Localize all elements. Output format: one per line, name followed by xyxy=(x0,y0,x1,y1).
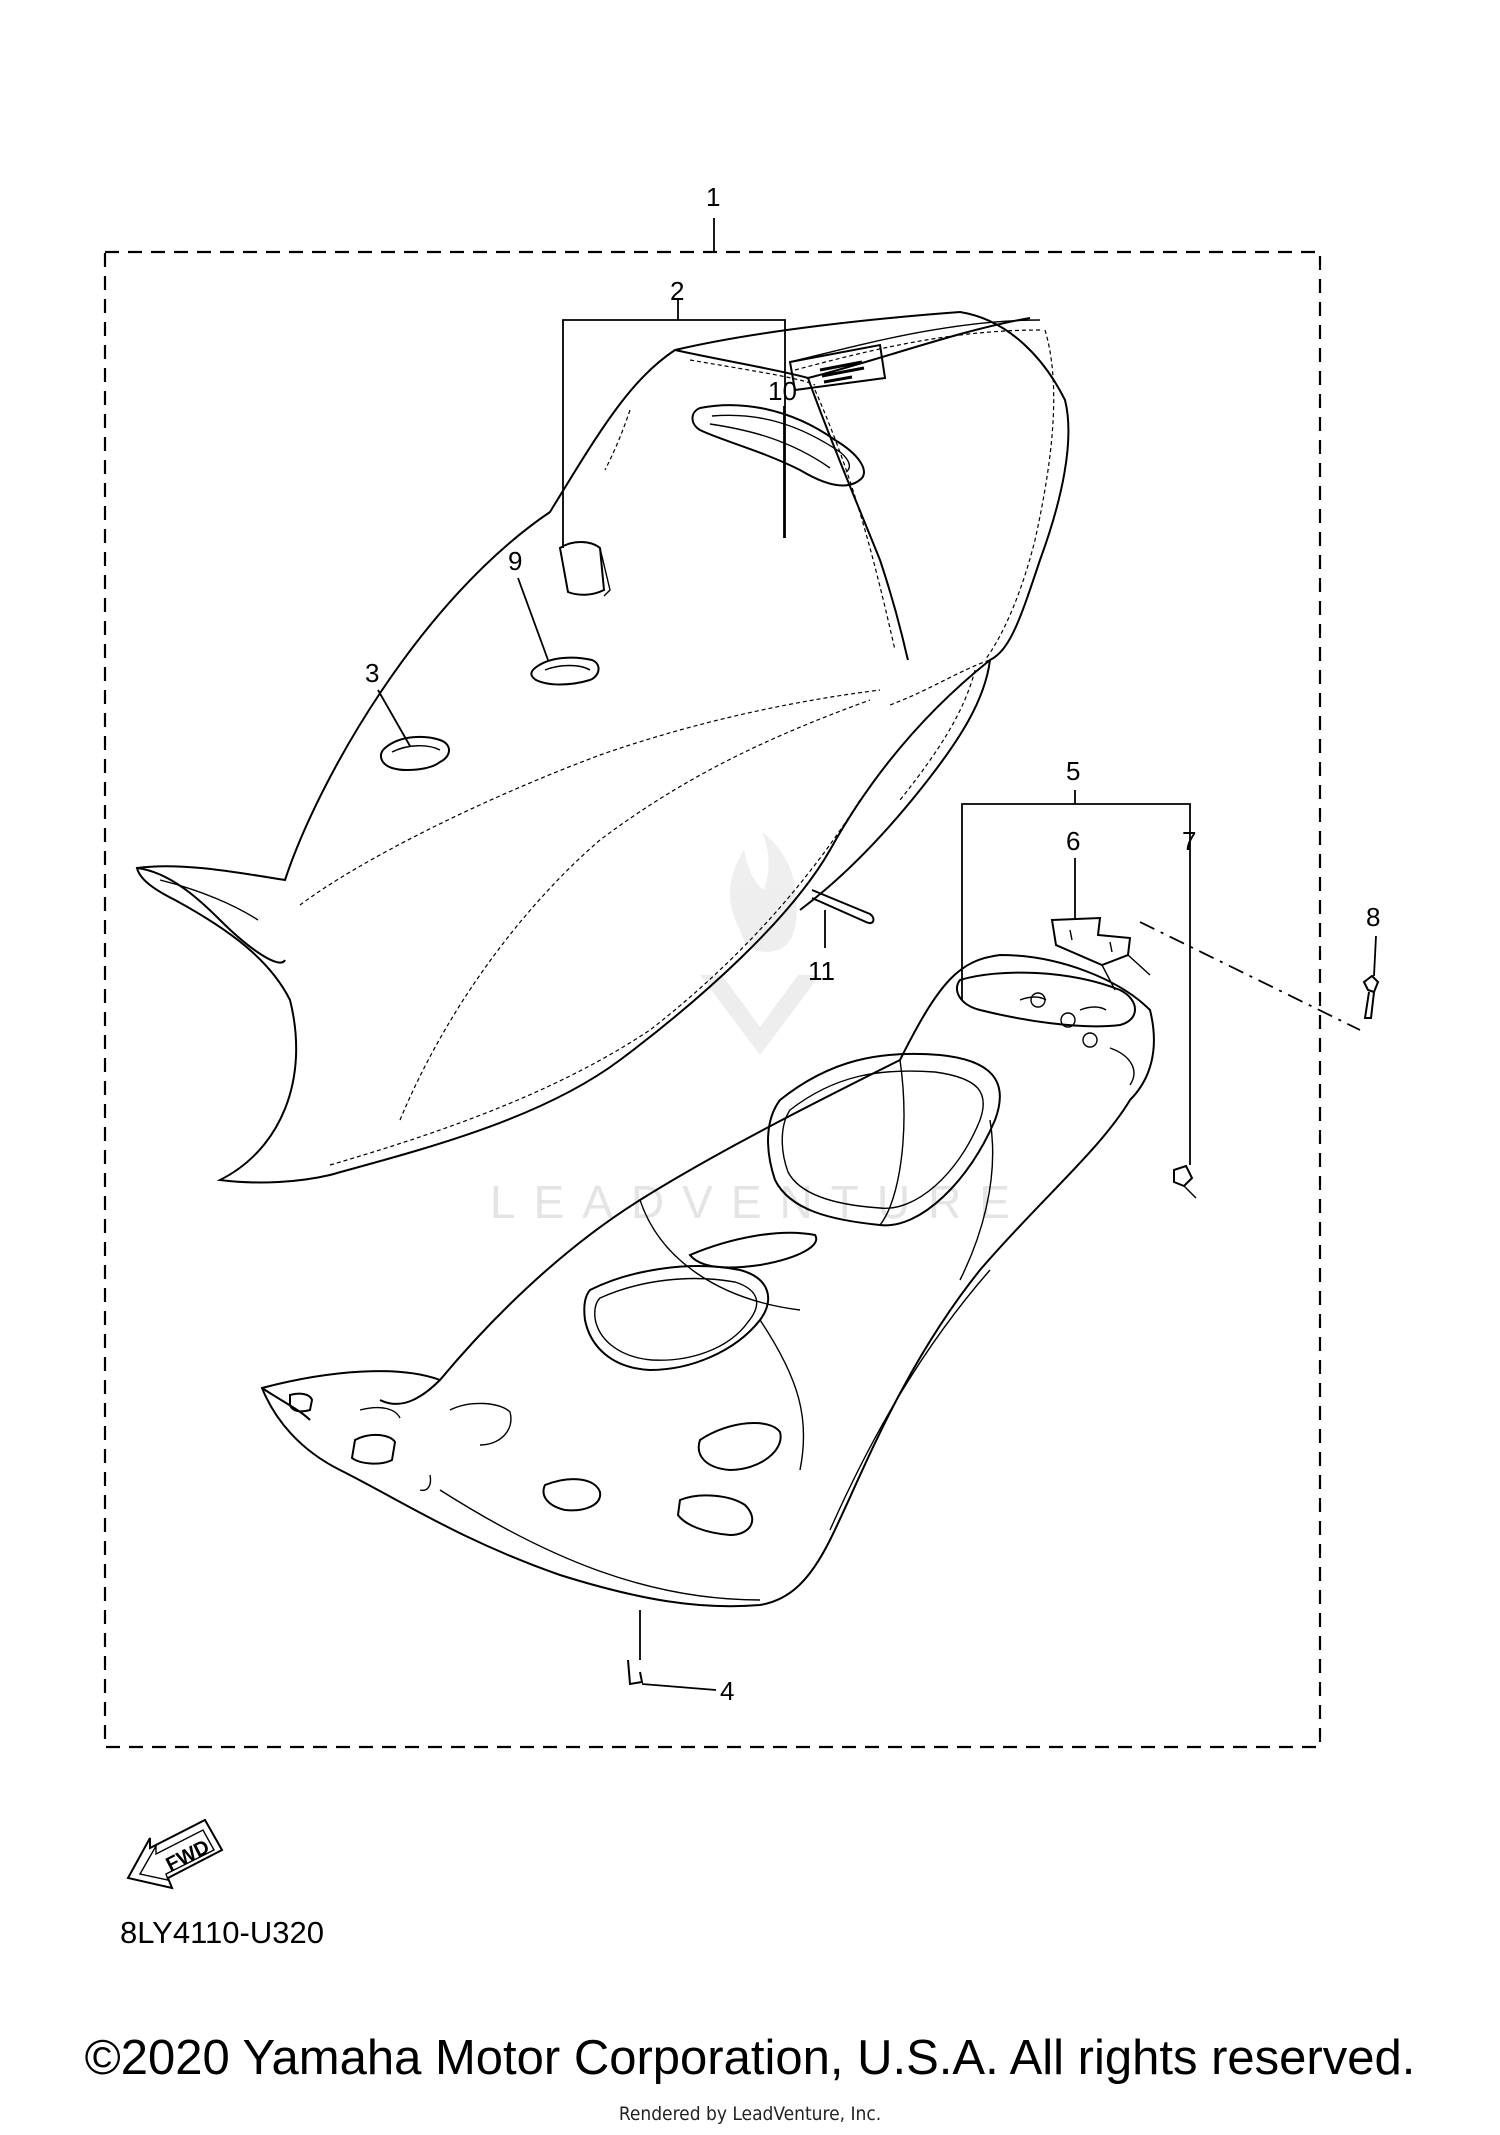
callout-11: 11 xyxy=(808,956,835,986)
callout-4: 4 xyxy=(720,1676,734,1706)
clip-4 xyxy=(627,1659,644,1686)
base-front-recess xyxy=(583,1265,770,1372)
bolt-8 xyxy=(1362,974,1380,1019)
fwd-arrow-icon: FWD xyxy=(126,1818,224,1890)
leader-lines xyxy=(377,218,1377,1691)
seat-rear-pad xyxy=(674,317,1031,380)
seat-logo-panel xyxy=(788,343,887,392)
base-rear-recess xyxy=(767,1052,1001,1227)
watermark-text: LEADVENTURE xyxy=(490,1176,1028,1228)
seat-base-outline xyxy=(260,953,1155,1608)
seat-cover-patch xyxy=(379,735,450,771)
callout-1: 1 xyxy=(706,182,720,212)
callout-8: 8 xyxy=(1366,902,1380,932)
nut-7 xyxy=(1173,1164,1197,1199)
assembly-box xyxy=(103,250,1322,1749)
seat-base xyxy=(260,953,1155,1608)
callout-7: 7 xyxy=(1182,826,1196,856)
seat-strap xyxy=(558,541,606,596)
rendered-by-notice: Rendered by LeadVenture, Inc. xyxy=(618,2103,882,2125)
seat-outline xyxy=(135,310,1070,1184)
seat-assembly xyxy=(135,310,1070,1184)
seat-clip-11 xyxy=(811,889,875,924)
seat-logo-text xyxy=(819,360,865,384)
seat-emblem xyxy=(530,656,600,686)
bracket-6 xyxy=(1050,916,1151,991)
fwd-badge-text: FWD xyxy=(163,1836,214,1876)
callout-5: 5 xyxy=(1066,756,1080,786)
callout-3: 3 xyxy=(365,658,379,688)
seat-front-tip xyxy=(136,867,286,964)
copyright-notice: ©2020 Yamaha Motor Corporation, U.S.A. A… xyxy=(84,2031,1416,2085)
callout-labels: 1 2 3 4 5 6 7 8 9 10 11 xyxy=(365,182,1380,1706)
callout-10: 10 xyxy=(768,376,797,406)
leadventure-watermark: LEADVENTURE xyxy=(490,832,1028,1228)
seat-grab-handle xyxy=(691,404,865,487)
callout-2: 2 xyxy=(670,276,684,306)
diagram-code: 8LY4110-U320 xyxy=(120,1915,324,1950)
callout-6: 6 xyxy=(1066,826,1080,856)
callout-9: 9 xyxy=(508,546,522,576)
